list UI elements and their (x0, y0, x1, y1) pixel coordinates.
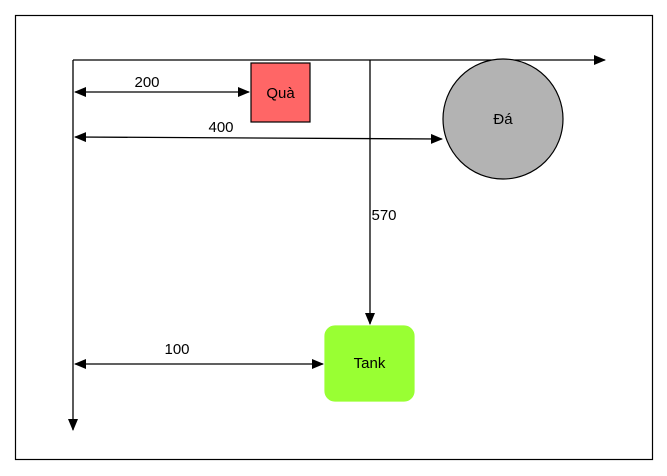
gift-label: Quà (266, 85, 295, 102)
rock-label: Đá (493, 111, 513, 128)
gift-box (250, 62, 311, 123)
tank-box (324, 325, 415, 402)
tank-label: Tank (354, 355, 386, 372)
diagram-frame (14, 14, 654, 461)
rock-node: Đá (442, 58, 564, 180)
tank-node: Tank (324, 325, 415, 402)
tank-distance-label: 100 (164, 341, 189, 358)
rock-circle (442, 58, 564, 180)
rock-distance-label: 400 (208, 119, 233, 136)
gift-distance-label: 200 (134, 74, 159, 91)
tank-vertical-label: 570 (371, 207, 396, 224)
rock-distance-arrow (74, 132, 443, 144)
gift-node: Quà (250, 62, 311, 123)
